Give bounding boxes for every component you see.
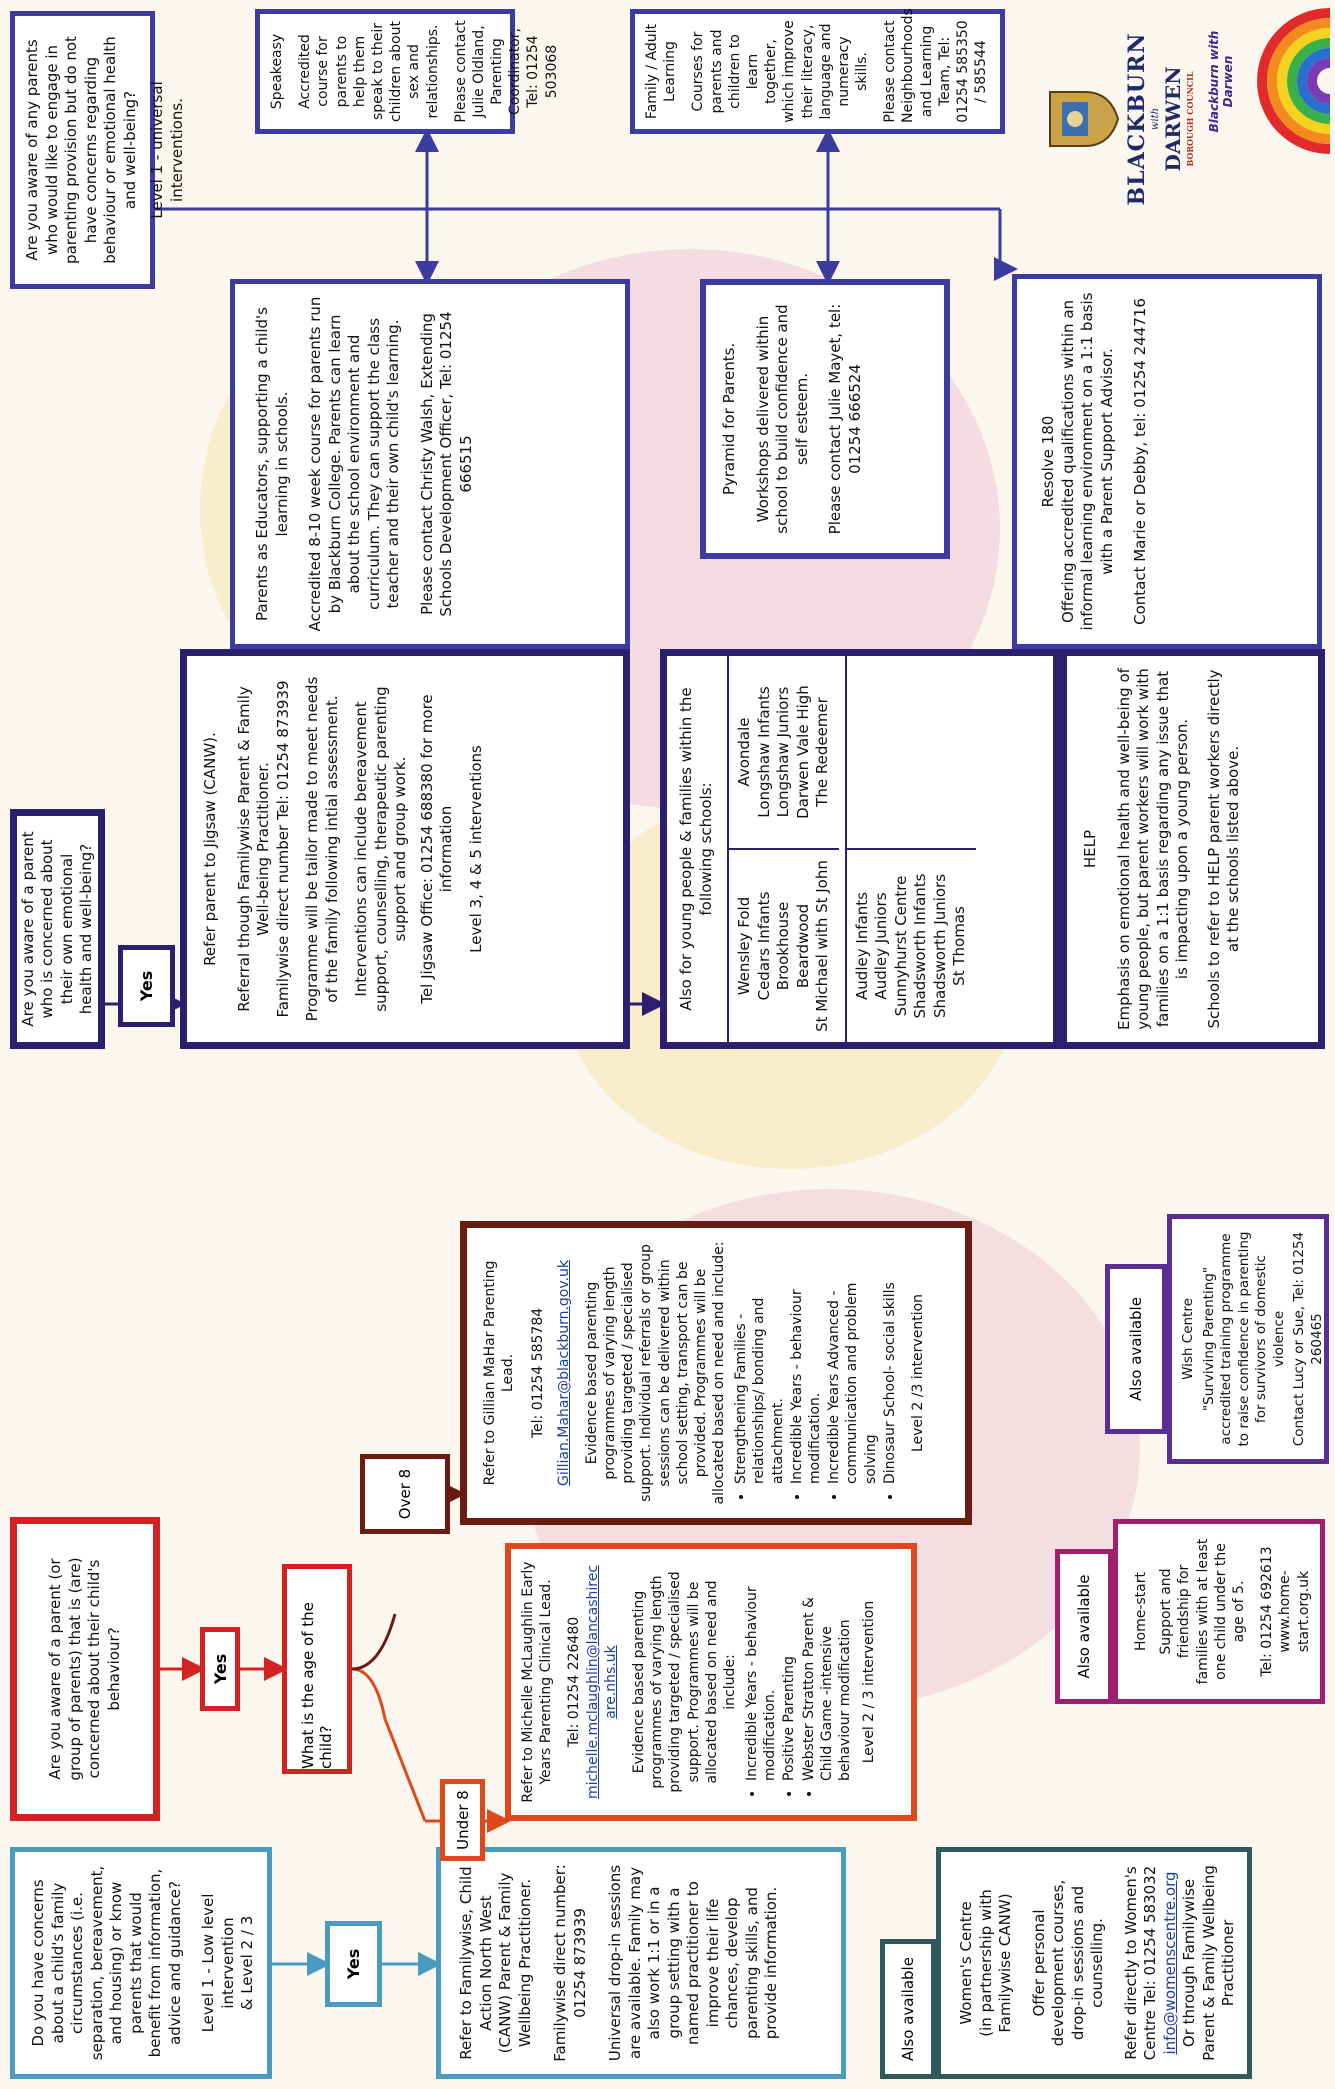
question-text: Are you aware of a parent (or group of p…: [46, 1557, 123, 1781]
resolve-180-box: Resolve 180 Offering accredited qualific…: [1012, 274, 1322, 649]
school-list-grid: Wensley Fold Cedars Infants Brookhouse B…: [727, 656, 839, 1042]
level-text: Level 1 - universal interventions.: [148, 81, 186, 219]
question-text: Are you aware of a parent who is concern…: [18, 831, 96, 1027]
crest-icon: [1049, 91, 1120, 147]
school-list-grid: Audley Infants Audley Juniors Sunnyhurst…: [844, 656, 976, 1042]
behaviour-question-box: Are you aware of a parent (or group of p…: [10, 1517, 160, 1821]
list-item: Avondale: [735, 717, 753, 787]
parents-as-educators-box: Parents as Educators, supporting a child…: [230, 279, 630, 649]
michelle-referral-box: Refer to Michelle McLaughlin Early Years…: [505, 1543, 917, 1821]
phone-text: Familywise direct number: 01254 873939: [551, 1864, 589, 2062]
yes-label: Yes: [344, 1948, 363, 1980]
list-item: Positive Parenting: [780, 1561, 798, 1781]
list-item: Shadsworth Juniors: [930, 873, 949, 1019]
help-box: HELP Emphasis on emotional health and we…: [1060, 649, 1325, 1049]
rainbow-icon: [1257, 8, 1331, 154]
logo-text: Blackburn with Darwen: [1207, 30, 1235, 133]
gillian-referral-box: Refer to Gillian MaHar Parenting Lead. T…: [460, 1221, 972, 1525]
list-item: Brookhouse: [774, 901, 792, 991]
council-logo: BLACKBURN with DARWEN BOROUGH COUNCIL: [1040, 9, 1195, 229]
emotional-yes-box: Yes: [118, 945, 175, 1027]
school-column: Audley Infants Audley Juniors Sunnyhurst…: [847, 850, 976, 1042]
list-item: Incredible Years - behaviour modificatio…: [788, 1240, 824, 1484]
emotional-health-question-box: Are you aware of a parent who is concern…: [10, 809, 105, 1049]
under-8-box: Under 8: [440, 1779, 485, 1861]
list-item: Sunnyhurst Centre: [891, 875, 910, 1017]
teal-yes-box: Yes: [325, 1921, 382, 2007]
list-item: Audley Juniors: [872, 892, 890, 1000]
list-item: Audley Infants: [852, 892, 871, 1000]
list-item: Darwen Vale High: [793, 685, 812, 819]
family-adult-learning-box: Family / Adult Learning Courses for pare…: [630, 8, 1005, 134]
familywise-referral-box: Refer to Familywise, Child Action North …: [436, 1847, 846, 2079]
programme-list: Incredible Years - behaviour modificatio…: [743, 1561, 854, 1803]
list-item: Cedars Infants: [754, 891, 773, 1001]
school-column: [846, 656, 976, 850]
speakeasy-box: Speakeasy Accredited course for parents …: [255, 9, 560, 134]
home-start-box: Home-start Support and friendship for fa…: [1113, 1519, 1325, 1704]
list-item: Dinosaur School- social skills: [881, 1240, 899, 1484]
list-item: The Redeemer: [813, 697, 831, 807]
list-item: Shadsworth Infants: [911, 873, 929, 1019]
school-column: Avondale Longshaw Infants Longshaw Junio…: [729, 656, 839, 850]
logo-text: with: [1150, 107, 1161, 131]
womens-centre-tag: Also available: [880, 1939, 936, 2079]
pyramid-for-parents-box: Pyramid for Parents. Workshops delivered…: [700, 279, 950, 559]
list-item: Wensley Fold: [735, 896, 753, 996]
description-text: Universal drop-in sessions are available…: [606, 1864, 780, 2062]
list-item: Incredible Years - behaviour modificatio…: [743, 1561, 779, 1781]
email-link[interactable]: Gillian.Mahar@blackburn.gov.uk: [555, 1260, 572, 1487]
logo-text: BLACKBURN: [1124, 32, 1150, 206]
referral-text: Refer to Familywise, Child Action North …: [457, 1866, 534, 2060]
list-item: St Michael with St John: [813, 860, 831, 1032]
programme-list: Strengthening Families - relationships/ …: [732, 1240, 899, 1506]
logo-text: BOROUGH COUNCIL: [1185, 71, 1195, 167]
list-item: Webster Stratton Parent & Child Game -in…: [800, 1561, 855, 1781]
home-start-tag: Also available: [1055, 1549, 1113, 1704]
level-text: & Level 2 / 3: [238, 1915, 256, 2011]
jigsaw-referral-box: Refer parent to Jigsaw (CANW). Referral …: [180, 649, 630, 1049]
womens-centre-box: Women's Centre (in partnership with Fami…: [936, 1847, 1252, 2079]
list-item: Longshaw Infants: [754, 686, 773, 818]
list-item: Beardwood: [793, 903, 812, 989]
school-column: Wensley Fold Cedars Infants Brookhouse B…: [729, 850, 839, 1042]
over-8-box: Over 8: [360, 1454, 450, 1534]
email-link[interactable]: michelle.mclaughlin@lancashirecare.nhs.u…: [584, 1564, 619, 1800]
email-link[interactable]: info@womenscentre.org: [1160, 1871, 1179, 2055]
behaviour-yes-box: Yes: [200, 1627, 240, 1711]
list-item: Longshaw Juniors: [774, 686, 792, 818]
age-question-box: What is the age of the child?: [282, 1564, 352, 1774]
list-item: St Thomas: [950, 906, 968, 986]
rainbow-logo: Blackburn with Darwen: [1205, 4, 1331, 159]
logo-text: DARWEN: [1161, 66, 1185, 172]
question-text: Do you have concerns about a child's fam…: [29, 1865, 184, 2061]
wish-centre-tag: Also available: [1105, 1264, 1167, 1434]
teal-question-box: Do you have concerns about a child's fam…: [10, 1847, 272, 2079]
list-item: Strengthening Families - relationships/ …: [732, 1240, 787, 1484]
schools-box: Also for young people & families within …: [660, 649, 1060, 1049]
question-text: Are you aware of any parents who would l…: [23, 36, 139, 264]
list-item: Incredible Years Advanced - communicatio…: [825, 1240, 880, 1484]
level-text: Level 1 - Low level intervention: [199, 1893, 237, 2033]
universal-question-box: Are you aware of any parents who would l…: [10, 11, 186, 289]
wish-centre-box: Wish Centre "Surviving Parenting" accred…: [1167, 1214, 1329, 1464]
